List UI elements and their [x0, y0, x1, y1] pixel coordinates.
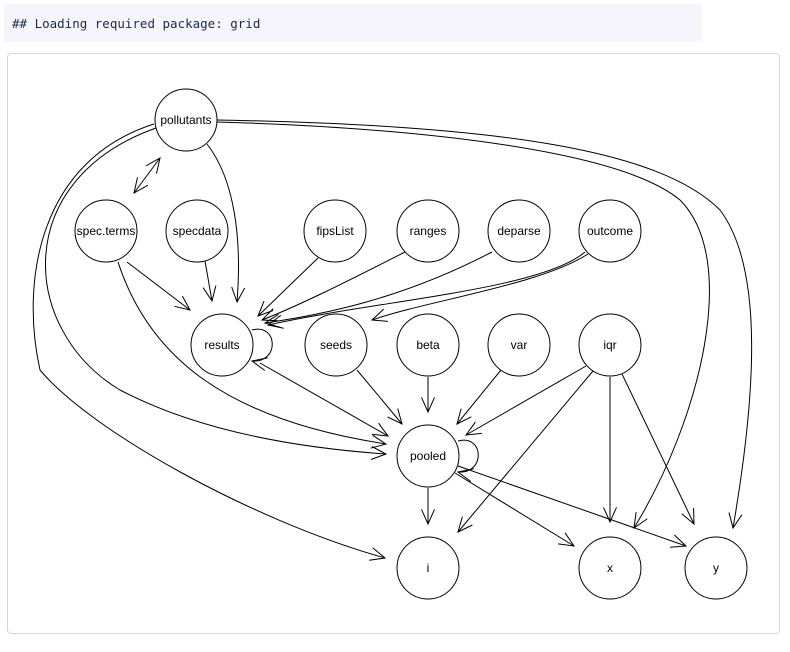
- edge-pollutants-to-results: [206, 143, 246, 304]
- node-x: x: [578, 536, 642, 600]
- node-label: pooled: [410, 449, 446, 463]
- node-label: x: [607, 561, 613, 575]
- edge-spec-terms-to-results: [126, 261, 191, 311]
- node-spec-terms: spec.terms: [74, 199, 138, 263]
- node-results: results: [190, 313, 254, 377]
- edge-spec-terms-to-pooled: [117, 261, 388, 449]
- edge-deparse-to-results: [263, 251, 493, 328]
- node-pooled: pooled: [396, 424, 460, 488]
- node-iqr: iqr: [578, 313, 642, 377]
- node-label: iqr: [603, 338, 616, 352]
- node-label: y: [713, 561, 719, 575]
- node-label: ranges: [410, 224, 447, 238]
- edge-var-to-pooled: [456, 369, 502, 425]
- edge-pooled-to-pooled: [456, 439, 479, 482]
- node-seeds: seeds: [304, 313, 368, 377]
- edge-pooled-to-y: [457, 465, 688, 548]
- node-fipsList: fipsList: [303, 199, 367, 263]
- edge-beta-to-pooled: [421, 377, 435, 414]
- node-label: results: [204, 338, 239, 352]
- edge-iqr-to-pooled: [464, 365, 587, 436]
- node-label: beta: [416, 338, 440, 352]
- edge-results-to-pooled: [259, 362, 390, 437]
- edge-seeds-to-pooled: [356, 369, 403, 425]
- node-label: specdata: [173, 224, 222, 238]
- node-outcome: outcome: [578, 199, 642, 263]
- edge-pooled-to-x: [454, 472, 576, 547]
- node-label: outcome: [587, 224, 633, 238]
- node-i: i: [396, 536, 460, 600]
- node-label: seeds: [320, 338, 352, 352]
- edge-iqr-to-y: [621, 373, 695, 526]
- node-y: y: [684, 536, 748, 600]
- edge-fipsList-to-results: [257, 257, 319, 317]
- node-pollutants: pollutants: [154, 88, 218, 152]
- edge-ranges-to-results: [260, 251, 406, 322]
- edge-pollutants-to-pooled: [44, 127, 388, 460]
- node-var: var: [487, 313, 551, 377]
- node-specdata: specdata: [165, 199, 229, 263]
- edge-pollutants-to-y: [216, 119, 753, 530]
- edge-iqr-to-x: [603, 377, 617, 524]
- edge-results-to-results: [250, 328, 273, 371]
- node-label: var: [511, 338, 528, 352]
- edge-pollutants-to-spec-terms: [133, 157, 161, 194]
- edge-outcome-to-results: [266, 251, 586, 329]
- node-beta: beta: [396, 313, 460, 377]
- node-label: deparse: [497, 224, 541, 238]
- edge-pollutants-to-x: [216, 121, 710, 530]
- node-label: i: [427, 561, 430, 575]
- node-label: fipsList: [316, 224, 354, 238]
- node-ranges: ranges: [396, 199, 460, 263]
- edge-pollutants-to-i: [32, 123, 387, 561]
- figure-frame: [7, 53, 780, 634]
- edge-pooled-to-i: [421, 488, 435, 526]
- edge-outcome-to-seeds: [370, 253, 589, 322]
- edge-specdata-to-results: [202, 260, 217, 303]
- node-deparse: deparse: [487, 199, 551, 263]
- edge-iqr-to-i: [457, 370, 594, 533]
- node-label: pollutants: [160, 113, 211, 127]
- console-output: ## Loading required package: grid: [4, 4, 702, 42]
- node-label: spec.terms: [77, 224, 136, 238]
